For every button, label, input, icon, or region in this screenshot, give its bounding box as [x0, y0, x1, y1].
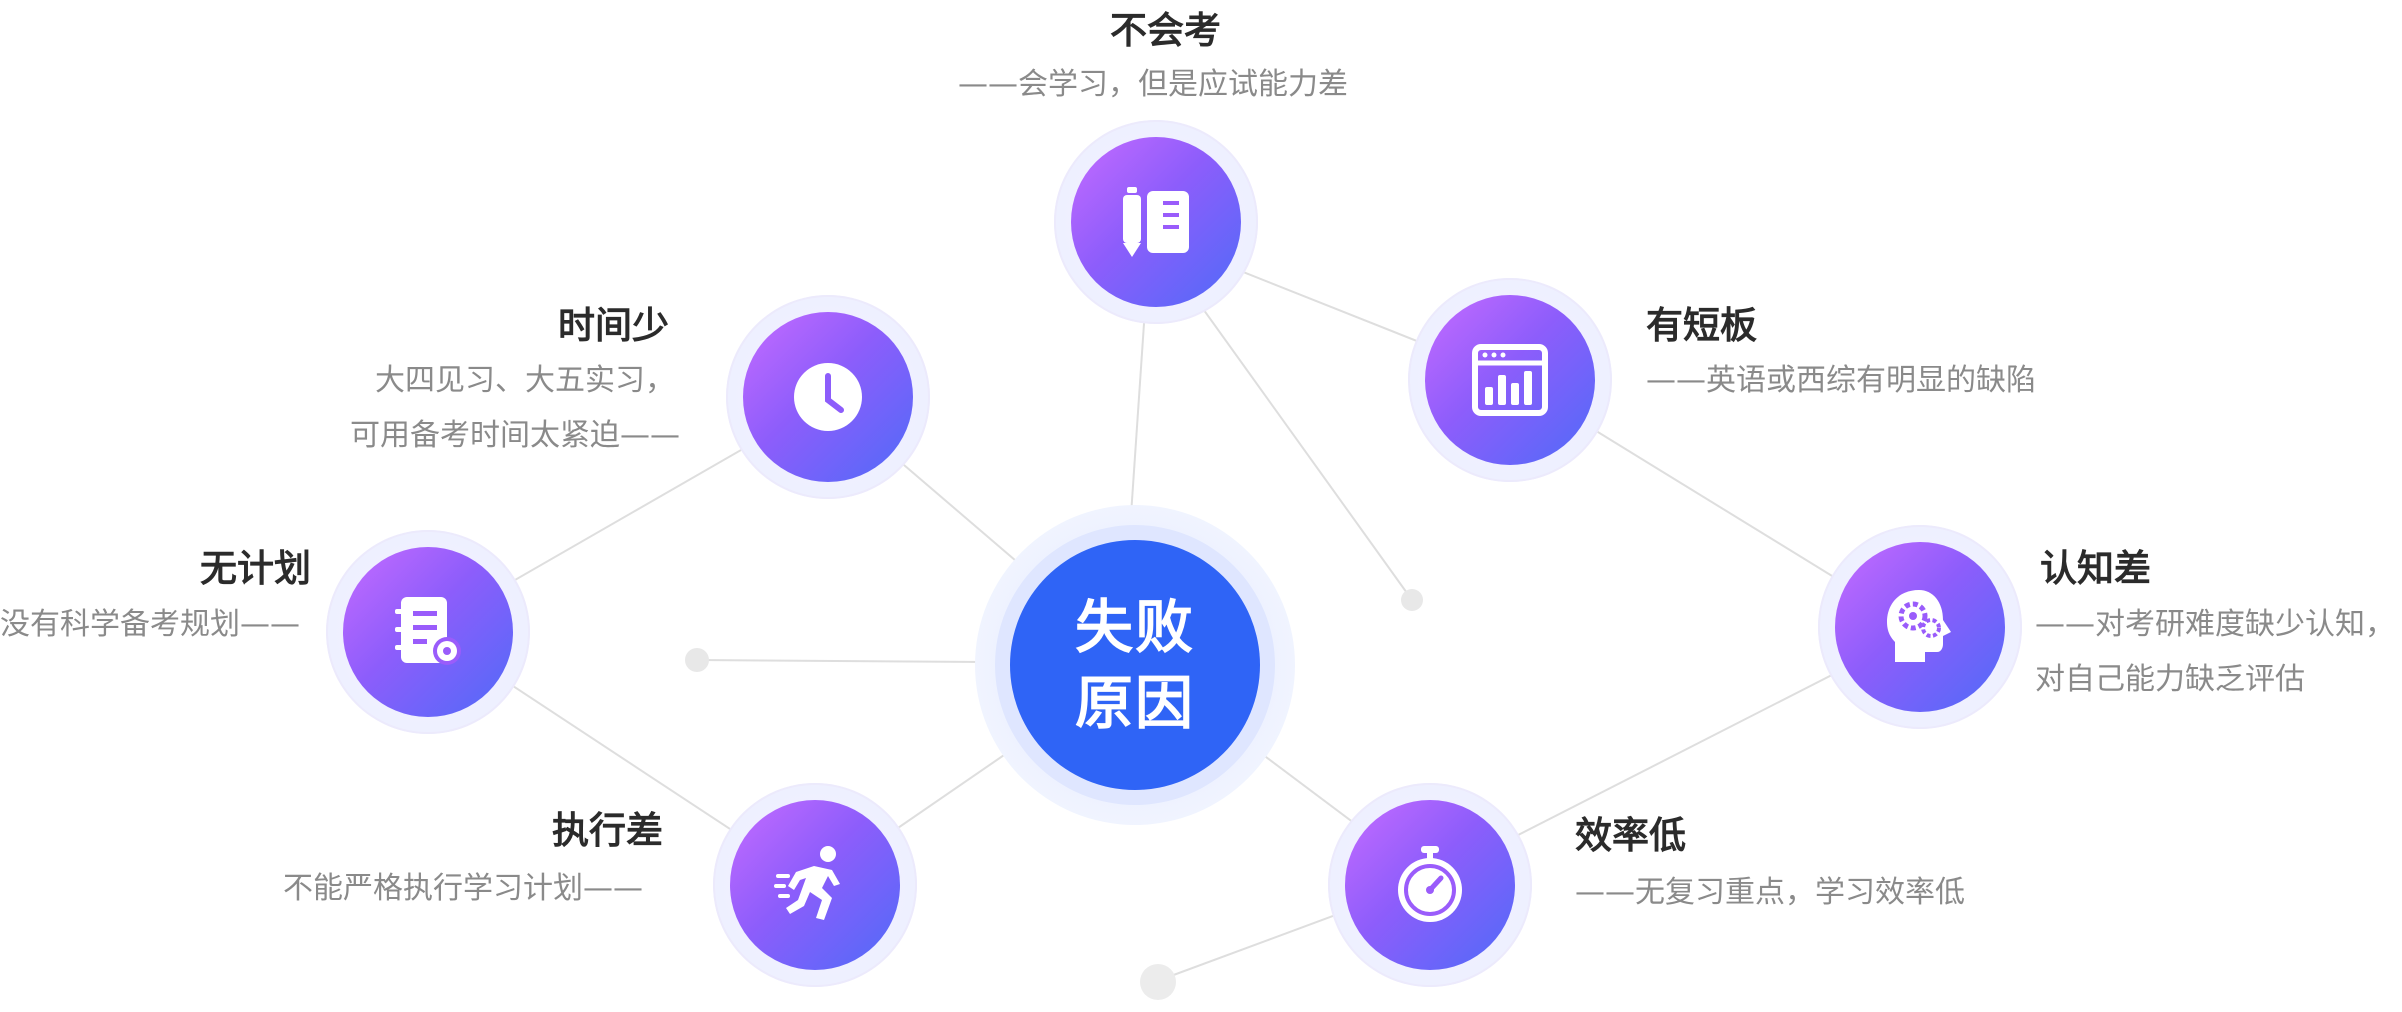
head-gear-icon — [1887, 590, 1951, 662]
center-line-1: 失败 — [1074, 593, 1195, 661]
node-title: 不会考 — [1110, 9, 1221, 52]
node-desc: ——无复习重点，学习效率低 — [1575, 875, 1965, 910]
document-settings-icon — [395, 597, 461, 665]
center-line-2: 原因 — [1074, 669, 1195, 737]
node-desc: 大四见习、大五实习， — [375, 363, 675, 398]
node-disc — [1835, 542, 2005, 712]
node-disc — [743, 312, 913, 482]
node-title: 有短板 — [1646, 304, 1757, 347]
stopwatch-icon — [1398, 846, 1462, 922]
node-desc: 对自己能力缺乏评估 — [2035, 662, 2305, 697]
node-desc: 没有科学备考规划—— — [0, 607, 300, 642]
running-person-icon — [774, 846, 840, 920]
node-zhi-xing-cha — [713, 783, 917, 987]
connector-dot — [685, 648, 709, 672]
center-core: 失败 原因 — [1010, 540, 1260, 790]
node-title: 效率低 — [1575, 814, 1686, 857]
node-bu-hui-kao — [1054, 120, 1258, 324]
node-title: 执行差 — [552, 809, 663, 852]
node-desc: ——对考研难度缺少认知， — [2035, 607, 2395, 642]
node-desc: ——会学习，但是应试能力差 — [958, 67, 1348, 102]
clock-icon — [794, 363, 862, 431]
node-shi-jian-shao — [726, 295, 930, 499]
node-desc: 可用备考时间太紧迫—— — [350, 418, 680, 453]
node-title: 无计划 — [200, 547, 311, 590]
node-desc: 不能严格执行学习计划—— — [283, 871, 643, 906]
node-disc — [1425, 295, 1595, 465]
bar-chart-window-icon — [1472, 344, 1548, 416]
node-desc: ——英语或西综有明显的缺陷 — [1646, 363, 2036, 398]
center-node: 失败 原因 — [975, 505, 1295, 825]
node-title: 时间少 — [558, 304, 669, 347]
node-title: 认知差 — [2040, 547, 2151, 590]
node-ren-zhi-cha — [1818, 525, 2022, 729]
node-disc — [1071, 137, 1241, 307]
node-wu-ji-hua — [326, 530, 530, 734]
connector-dot — [1401, 589, 1423, 611]
node-disc — [343, 547, 513, 717]
notebook-icon — [1123, 187, 1189, 257]
node-disc — [730, 800, 900, 970]
node-xiao-lv-di — [1328, 783, 1532, 987]
node-disc — [1345, 800, 1515, 970]
connector-line — [696, 659, 986, 663]
connector-dot — [1140, 964, 1176, 1000]
node-you-duan-ban — [1408, 278, 1612, 482]
